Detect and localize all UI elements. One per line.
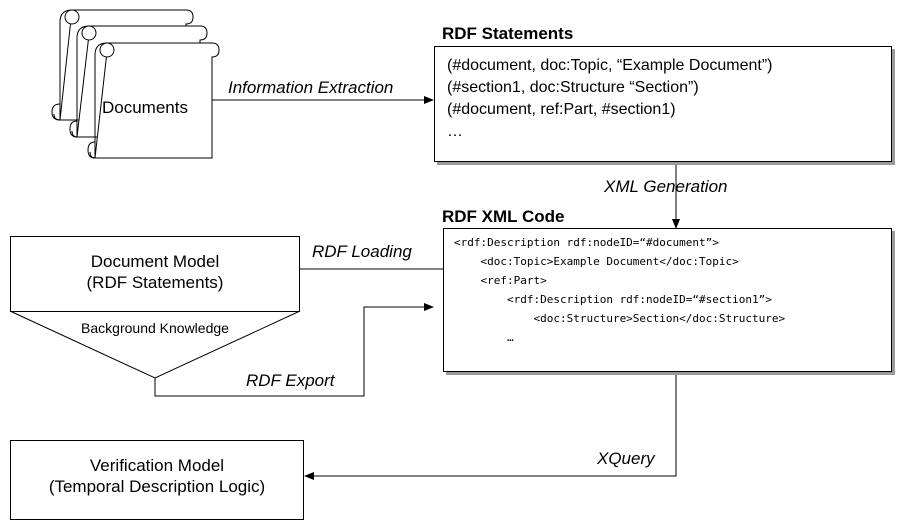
xml-code-line: <rdf:Description rdf:nodeID=“#document”> (454, 236, 719, 249)
verification-model-box: Verification Model (Temporal Description… (10, 440, 304, 520)
edge-label-xquery: XQuery (597, 449, 655, 468)
rdf-xml-code-box: <rdf:Description rdf:nodeID=“#document”>… (443, 228, 892, 372)
rdf-statement-line: (#section1, doc:Structure “Section”) (447, 79, 699, 96)
xml-code-line: <doc:Structure>Section</doc:Structure> (454, 312, 786, 325)
background-knowledge-label: Background Knowledge (81, 320, 229, 336)
documents-label: Documents (102, 98, 188, 117)
document-model-box: Document Model (RDF Statements) (10, 236, 300, 312)
edge-label-xml-generation: XML Generation (604, 177, 728, 196)
rdf-statement-line: (#document, ref:Part, #section1) (447, 101, 676, 118)
rdf-statement-line: (#document, doc:Topic, “Example Document… (447, 57, 773, 74)
document-model-title: Document Model (90, 252, 220, 271)
xml-code-line: … (454, 331, 514, 344)
verification-model-title: Verification Model (89, 456, 225, 475)
edge-label-rdf-loading: RDF Loading (312, 242, 412, 261)
rdf-statements-box: (#document, doc:Topic, “Example Document… (434, 46, 892, 162)
rdf-statements-title: RDF Statements (442, 24, 574, 43)
document-model-subtitle: (RDF Statements) (86, 273, 224, 292)
edge-label-information-extraction: Information Extraction (228, 78, 394, 97)
verification-model-subtitle: (Temporal Description Logic) (48, 477, 266, 496)
xml-code-line: <rdf:Description rdf:nodeID=“#section1”> (454, 293, 772, 306)
xml-code-line: <ref:Part> (454, 274, 547, 287)
documents-stack-icon (51, 9, 220, 159)
xml-code-line: <doc:Topic>Example Document</doc:Topic> (454, 255, 739, 268)
edge-label-rdf-export: RDF Export (246, 371, 335, 390)
rdf-statement-line: … (447, 123, 463, 140)
rdf-xml-code-title: RDF XML Code (442, 207, 565, 226)
